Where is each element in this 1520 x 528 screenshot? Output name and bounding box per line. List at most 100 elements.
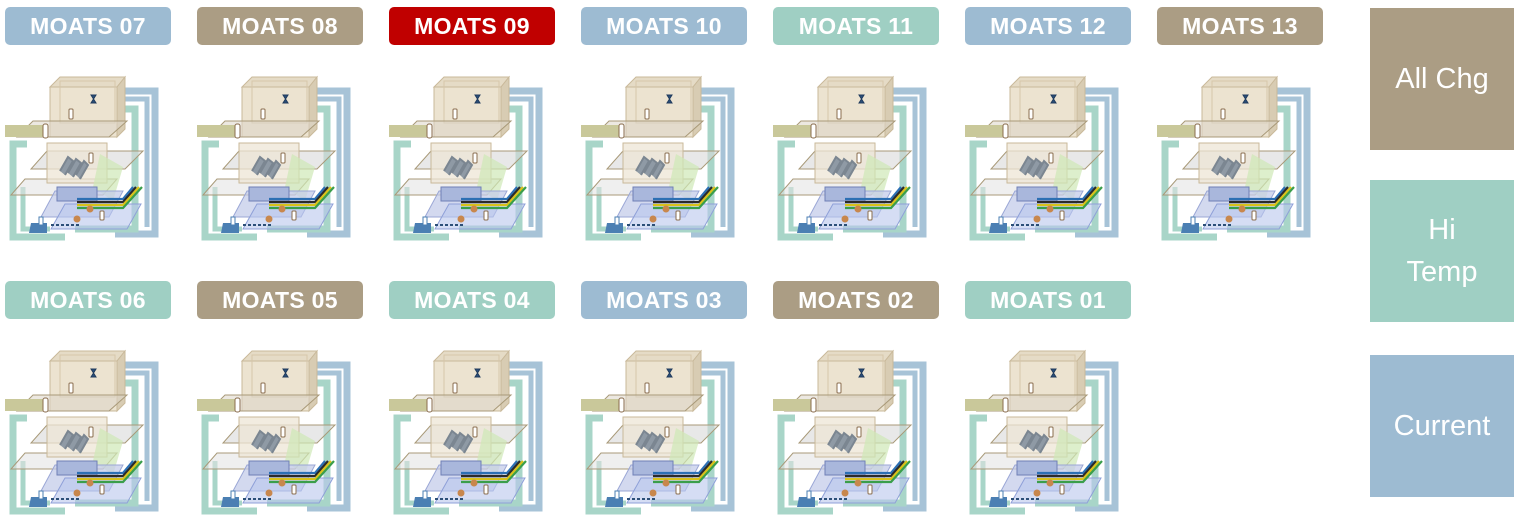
moats-unit-label[interactable]: MOATS 05 xyxy=(197,281,363,319)
signal-wire-2 xyxy=(269,186,329,204)
orange-sensor-b xyxy=(73,215,81,223)
orange-sensor-a xyxy=(470,479,478,487)
moats-diagram-container xyxy=(965,333,1133,523)
blue-return-pipe xyxy=(676,87,735,238)
orange-sensor-a xyxy=(470,205,478,213)
green-left-pipe xyxy=(777,414,833,515)
motor-port xyxy=(998,216,1004,226)
orange-sensor-a xyxy=(854,205,862,213)
moats-unit-card[interactable]: MOATS 01 xyxy=(965,281,1133,521)
hourglass-sensor xyxy=(1050,368,1057,378)
middle-valve xyxy=(664,426,670,438)
moats-diagram-container xyxy=(581,333,749,523)
moats-unit-label[interactable]: MOATS 01 xyxy=(965,281,1131,319)
middle-valve xyxy=(472,426,478,438)
signal-wire-3 xyxy=(1229,186,1292,207)
moats-unit-card[interactable]: MOATS 08 xyxy=(197,7,365,247)
moats-unit-label[interactable]: MOATS 06 xyxy=(5,281,171,319)
inlet-pipe xyxy=(773,399,815,411)
orange-sensor-b xyxy=(1033,489,1041,497)
moats-system-diagram xyxy=(965,75,1119,241)
moats-unit-label[interactable]: MOATS 08 xyxy=(197,7,363,45)
base-valve xyxy=(1059,484,1065,495)
middle-valve xyxy=(856,426,862,438)
moats-unit-card[interactable]: MOATS 10 xyxy=(581,7,749,247)
pump-motor xyxy=(29,497,47,507)
heat-exchanger-coil xyxy=(827,429,858,454)
orange-sensor-b xyxy=(841,489,849,497)
moats-unit-card[interactable]: MOATS 05 xyxy=(197,281,365,521)
middle-valve xyxy=(88,426,94,438)
signal-wire-2 xyxy=(269,460,329,478)
base-valve xyxy=(483,484,489,495)
legend-all-chg[interactable]: All Chg xyxy=(1370,8,1514,150)
green-left-pipe xyxy=(201,414,257,515)
moats-unit-card[interactable]: MOATS 07 xyxy=(5,7,173,247)
signal-wire-3 xyxy=(1037,460,1100,481)
moats-unit-card[interactable]: MOATS 12 xyxy=(965,7,1133,247)
tank-top-face xyxy=(1200,76,1279,88)
signal-wire-3 xyxy=(77,460,140,481)
moats-diagram-container xyxy=(197,59,365,249)
base-valve xyxy=(675,210,681,221)
upper-valve xyxy=(836,108,842,120)
inlet-valve xyxy=(234,397,241,413)
moats-unit-card[interactable]: MOATS 09 xyxy=(389,7,557,247)
moats-system-diagram xyxy=(197,349,351,515)
moats-unit-label[interactable]: MOATS 12 xyxy=(965,7,1131,45)
moats-unit-label[interactable]: MOATS 09 xyxy=(389,7,555,45)
legend-all-chg-label: All Chg xyxy=(1395,62,1489,95)
tank-top-face xyxy=(624,350,703,362)
heat-exchanger-coil xyxy=(827,155,858,180)
signal-wire-1 xyxy=(845,460,902,475)
inlet-pipe xyxy=(581,125,623,137)
moats-unit-label[interactable]: MOATS 10 xyxy=(581,7,747,45)
moats-system-diagram xyxy=(5,349,159,515)
upper-valve xyxy=(836,382,842,394)
signal-wire-1 xyxy=(269,460,326,475)
signal-wire-3 xyxy=(845,460,908,481)
pump-motor xyxy=(605,223,623,233)
signal-wire-2 xyxy=(1037,186,1097,204)
legend-hi-temp[interactable]: Hi Temp xyxy=(1370,180,1514,322)
blue-return-pipe xyxy=(868,87,927,238)
hourglass-sensor xyxy=(858,94,865,104)
inlet-valve xyxy=(618,397,625,413)
flow-cone xyxy=(1053,428,1083,475)
moats-diagram-container xyxy=(389,59,557,249)
inlet-valve xyxy=(42,397,49,413)
moats-unit-card[interactable]: MOATS 02 xyxy=(773,281,941,521)
moats-unit-card[interactable]: MOATS 06 xyxy=(5,281,173,521)
orange-sensor-b xyxy=(841,215,849,223)
moats-unit-label[interactable]: MOATS 04 xyxy=(389,281,555,319)
moats-unit-card[interactable]: MOATS 13 xyxy=(1157,7,1325,247)
green-left-pipe xyxy=(201,140,257,241)
moats-unit-label[interactable]: MOATS 13 xyxy=(1157,7,1323,45)
upper-valve xyxy=(260,382,266,394)
flow-cone xyxy=(477,428,507,475)
legend-hi-temp-label-line1: Hi xyxy=(1428,213,1456,246)
green-left-pipe xyxy=(9,414,65,515)
moats-system-diagram xyxy=(389,349,543,515)
inlet-valve xyxy=(1002,123,1009,139)
moats-unit-card[interactable]: MOATS 04 xyxy=(389,281,557,521)
moats-unit-label[interactable]: MOATS 02 xyxy=(773,281,939,319)
signal-wire-1 xyxy=(77,186,134,201)
moats-unit-label[interactable]: MOATS 07 xyxy=(5,7,171,45)
moats-unit-card[interactable]: MOATS 11 xyxy=(773,7,941,247)
signal-wire-1 xyxy=(1037,186,1094,201)
moats-unit-label[interactable]: MOATS 11 xyxy=(773,7,939,45)
inlet-pipe xyxy=(389,399,431,411)
signal-wire-3 xyxy=(653,460,716,481)
pump-motor xyxy=(221,223,239,233)
pump-motor xyxy=(989,223,1007,233)
moats-system-diagram xyxy=(5,75,159,241)
signal-wire-1 xyxy=(845,186,902,201)
legend-current[interactable]: Current xyxy=(1370,355,1514,497)
tank-top-face xyxy=(48,350,127,362)
moats-unit-label[interactable]: MOATS 03 xyxy=(581,281,747,319)
moats-unit-card[interactable]: MOATS 03 xyxy=(581,281,749,521)
inlet-valve xyxy=(1194,123,1201,139)
upper-valve xyxy=(260,108,266,120)
blue-return-pipe xyxy=(1252,87,1311,238)
